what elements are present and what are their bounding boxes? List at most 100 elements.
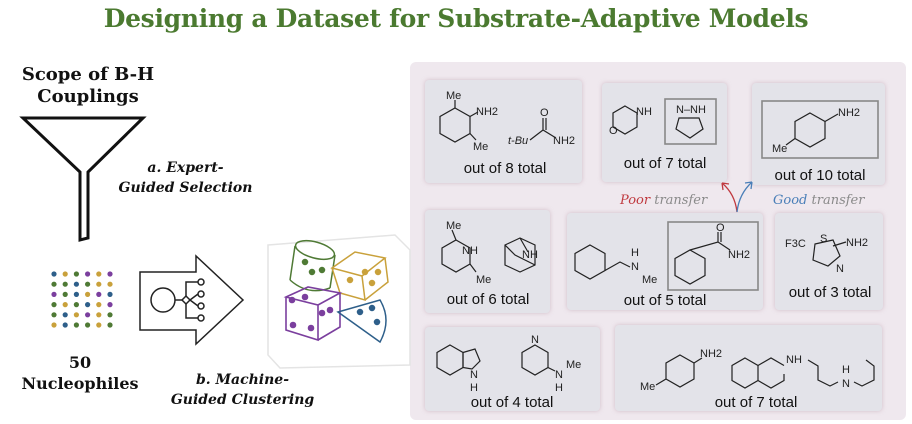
step-a-label: a. Expert- Guided Selection [108, 158, 263, 198]
cluster-caption: out of 7 total [624, 155, 707, 172]
highlight-box [664, 98, 717, 145]
nucleophile-dot [62, 281, 68, 287]
nucleophile-dot [85, 271, 91, 277]
atom-label: Me [446, 220, 461, 232]
nucleophile-dot [107, 271, 113, 277]
step-a-line-1: a. Expert- [147, 160, 224, 176]
nucleophile-dot [85, 291, 91, 297]
atom-label: Me [640, 381, 655, 393]
atom-label: Me [566, 359, 581, 371]
nucleophile-dot [85, 302, 91, 308]
nucleophile-dot [51, 291, 57, 297]
nucleophile-dot [51, 312, 57, 318]
molecule-pivalamide [529, 118, 557, 141]
cluster-caption: out of 7 total [715, 394, 798, 411]
nucleophile-dot [73, 281, 79, 287]
nucleophile-dot [62, 312, 68, 318]
nucleophile-dot [107, 312, 113, 318]
nucleophile-dot [73, 302, 79, 308]
atom-label: N [836, 263, 844, 275]
nucleophile-dot [85, 322, 91, 328]
atom-label: N [842, 378, 850, 390]
nucleophile-dot [107, 302, 113, 308]
atom-label: F3C [785, 238, 806, 250]
good-transfer-label: Good transfer [773, 193, 865, 208]
atom-label: H [842, 364, 850, 376]
scope-line-1: Scope of B-H [21, 64, 155, 85]
atom-label: NH2 [838, 107, 860, 119]
step-a-line-2: Guided Selection [118, 180, 253, 196]
molecule-morpholine [612, 105, 638, 135]
molecule-aminothiazole [812, 239, 847, 267]
atom-label: Me [446, 90, 461, 102]
nucleophile-dot [62, 271, 68, 277]
atom-label: NH2 [846, 237, 868, 249]
atom-label: NH2 [728, 249, 750, 261]
cluster-card-7 [425, 327, 600, 411]
nucleophile-dot [107, 281, 113, 287]
molecule-dipropylamine [807, 359, 875, 387]
atom-label: H [555, 382, 563, 394]
nucleophile-dot [51, 302, 57, 308]
molecule-indole [436, 344, 481, 376]
step-b-line-1: b. Machine- [195, 372, 290, 388]
nucleophile-dot [51, 322, 57, 328]
molecule-pyrazole [675, 117, 704, 139]
cone-cluster-icon [336, 299, 387, 344]
cube-cluster-gold-icon [330, 251, 389, 302]
atom-label: NH [522, 249, 538, 261]
atom-label: H [470, 382, 478, 394]
nucleophile-dot [96, 271, 102, 277]
highlight-box [667, 221, 759, 291]
funnel-icon [19, 116, 147, 242]
scope-line-2: Couplings [37, 86, 139, 107]
step-b-line-2: Guided Clustering [170, 392, 315, 408]
poor-transfer-arrow-icon [721, 182, 738, 213]
atom-label: NH2 [553, 135, 575, 147]
atom-label: N [470, 369, 478, 381]
atom-label: N [555, 369, 563, 381]
cluster-caption: out of 6 total [447, 291, 530, 308]
nucleophile-dot [62, 322, 68, 328]
atom-label: O [540, 107, 549, 119]
cluster-caption: out of 10 total [775, 167, 866, 184]
molecule-methylcyclohexylamine [655, 354, 703, 388]
cluster-card-8 [615, 325, 882, 411]
atom-label: Me [473, 141, 488, 153]
nucleophile-dot [85, 281, 91, 287]
nucleophile-dot [96, 281, 102, 287]
poor-transfer-label: Poor transfer [619, 193, 708, 208]
molecule-toluidine [785, 112, 839, 148]
molecule-methylbenzylamine [574, 244, 631, 280]
scope-heading: Scope of B-H Couplings [8, 64, 168, 108]
atom-label: NH2 [700, 348, 722, 360]
atom-label: O [716, 222, 725, 234]
step-b-label: b. Machine- Guided Clustering [160, 370, 325, 410]
molecule-decahydroisoquinoline [731, 357, 785, 389]
nucleophile-dot [73, 291, 79, 297]
atom-label: Me [476, 274, 491, 286]
cluster-card-6 [775, 213, 883, 310]
cluster-caption: out of 8 total [464, 160, 547, 177]
nucleophile-dot [107, 291, 113, 297]
atom-label: S [820, 233, 827, 245]
atom-label: N [631, 261, 639, 273]
atom-label: t-Bu [508, 135, 528, 147]
molecule-methylaminopyridine [521, 344, 556, 376]
atom-label: Me [642, 274, 657, 286]
cluster-caption: out of 5 total [624, 292, 707, 309]
atom-label: N [531, 334, 539, 346]
nucleophile-dot [96, 322, 102, 328]
cluster-card-1 [425, 80, 582, 183]
cluster-card-5 [567, 213, 763, 310]
figure-title: Designing a Dataset for Substrate-Adapti… [103, 4, 809, 33]
molecule-dimethylaniline [439, 100, 479, 143]
nucleophile-dot [62, 302, 68, 308]
cluster-caption: out of 3 total [789, 284, 872, 301]
atom-label: H [631, 247, 639, 259]
cluster-card-3 [752, 83, 885, 185]
cylinder-cluster-icon [289, 239, 336, 292]
highlight-box [761, 100, 879, 159]
molecule-benzamide [674, 232, 731, 285]
nucleophile-count: 50 Nucleophiles [10, 352, 150, 394]
